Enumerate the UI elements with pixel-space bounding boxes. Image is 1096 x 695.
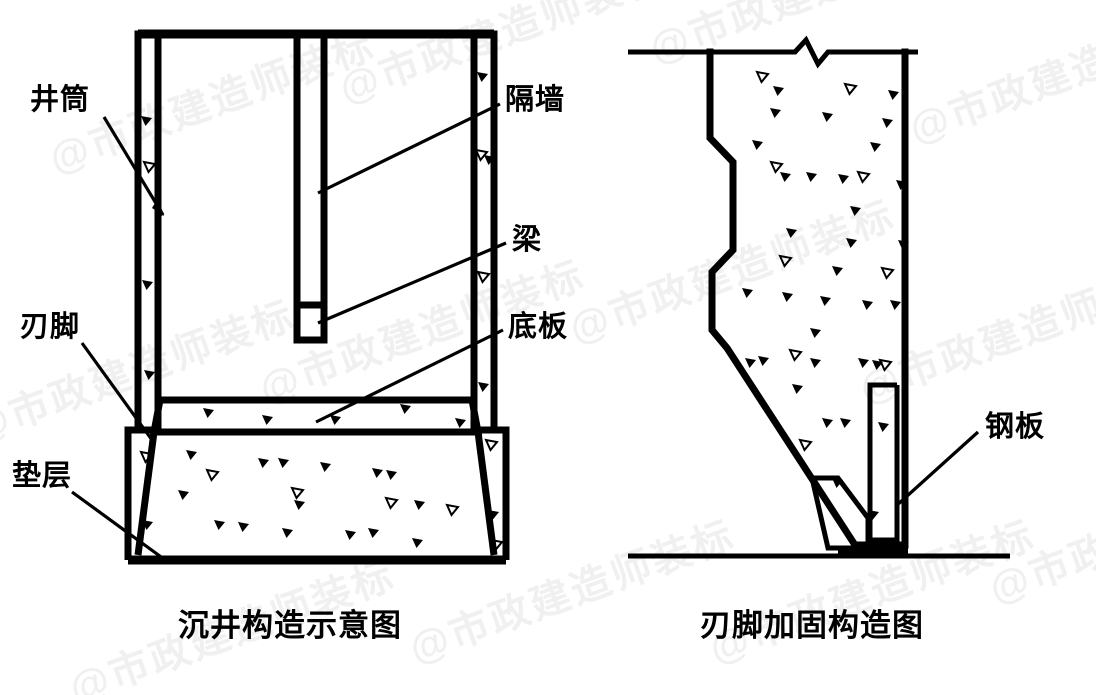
- leader-lines-right-diagram: [894, 430, 980, 508]
- label-gangban: 钢板: [985, 411, 1046, 443]
- ground-line-top: [628, 35, 918, 69]
- shaft-wall-left: [134, 30, 162, 434]
- label-jingtong: 井筒: [30, 84, 91, 116]
- concrete-hatch-right-wall: [475, 72, 503, 551]
- label-diban: 底板: [508, 311, 569, 343]
- left-diagram-group: [71, 29, 510, 565]
- leader-arrow-jingtong: [152, 198, 164, 216]
- cutting-edge-right: [474, 426, 510, 560]
- caption-right-diagram: 刃脚加固构造图: [700, 608, 924, 643]
- leader-renjiao: [80, 342, 154, 441]
- bottom-slab: [149, 396, 483, 436]
- right-diagram-group: [628, 35, 1010, 559]
- label-dianceng: 垫层: [12, 460, 73, 492]
- steel-plate-sloped: [808, 475, 871, 551]
- label-geqiang: 隔墙: [505, 84, 566, 116]
- concrete-hatch-bottom-slab: [203, 404, 466, 428]
- concrete-hatch-cushion: [178, 450, 459, 548]
- leader-liang: [317, 241, 507, 325]
- concrete-hatch-right-caisson: [742, 71, 909, 520]
- caption-left-diagram: 沉井构造示意图: [178, 608, 402, 643]
- leader-diban: [315, 328, 504, 424]
- partition-wall: [293, 34, 328, 344]
- shaft-wall-right: [470, 30, 498, 434]
- caisson-body-right: [706, 48, 909, 549]
- leader-gangban: [894, 430, 980, 508]
- label-liang: 梁: [512, 224, 543, 256]
- leader-lines-left-diagram: [71, 102, 507, 564]
- cutting-edge-left: [124, 426, 158, 560]
- leader-dianceng: [71, 490, 169, 564]
- leader-geqiang: [317, 102, 501, 195]
- label-renjiao: 刃脚: [20, 311, 81, 343]
- leader-jingtong: [102, 116, 165, 216]
- steel-plate-vertical: [867, 382, 900, 551]
